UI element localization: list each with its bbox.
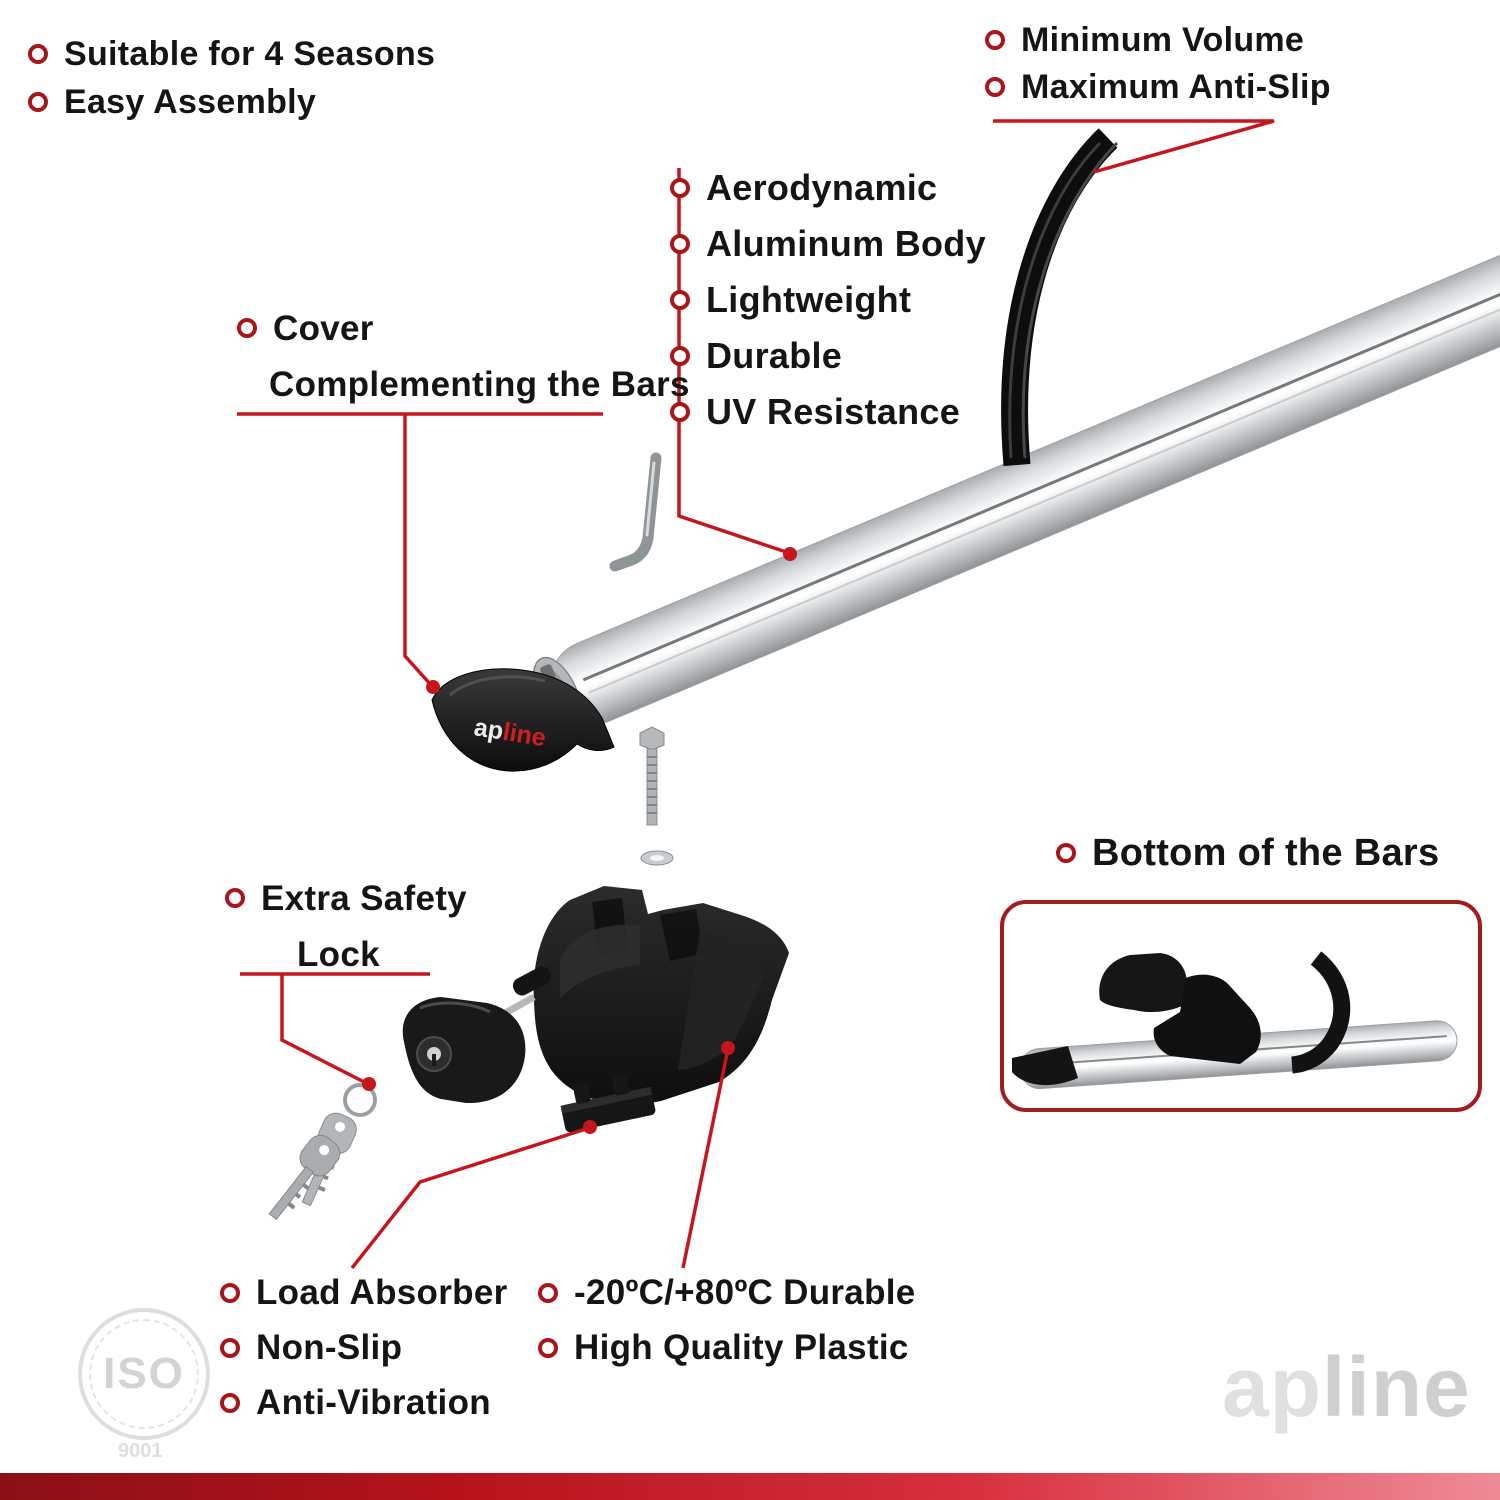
- label-minimum-volume: Minimum Volume: [985, 16, 1331, 63]
- load-absorber-pad: [560, 1074, 656, 1133]
- label-complementing-the-bars: Complementing the Bars: [269, 364, 690, 404]
- bullet-icon: [220, 1337, 240, 1358]
- label-load-absorber: Load Absorber: [220, 1265, 508, 1320]
- label-cover: Cover: [237, 300, 690, 356]
- bullet-icon: [985, 29, 1005, 50]
- bullet-icon: [538, 1282, 558, 1303]
- bolt: [639, 726, 665, 826]
- label-durable: Durable: [670, 328, 986, 384]
- label-easy-assembly: Easy Assembly: [28, 78, 435, 126]
- foot-clamp: [533, 886, 789, 1105]
- bottom-of-bars-label: Bottom of the Bars: [1056, 830, 1439, 876]
- safety-lock: [402, 966, 552, 1104]
- label-lightweight: Lightweight: [670, 272, 986, 328]
- bullet-icon: [1056, 843, 1076, 863]
- bullet-icon: [670, 234, 690, 254]
- top-right-labels: Minimum Volume Maximum Anti-Slip: [985, 16, 1331, 110]
- label-suitable-4-seasons: Suitable for 4 Seasons: [28, 30, 435, 78]
- bullet-icon: [670, 290, 690, 310]
- rubber-strip: [1001, 128, 1119, 467]
- bullet-icon: [237, 318, 257, 338]
- bar-feature-list: Aerodynamic Aluminum Body Lightweight Du…: [670, 160, 986, 440]
- washer: [640, 850, 674, 866]
- cover-logo: apline: [472, 713, 548, 752]
- label-anti-vibration: Anti-Vibration: [220, 1375, 508, 1430]
- bullet-icon: [670, 346, 690, 366]
- label-high-quality-plastic: High Quality Plastic: [538, 1320, 916, 1375]
- bullet-icon: [985, 76, 1005, 97]
- label-lock: Lock: [297, 934, 380, 974]
- bullet-icon: [220, 1282, 240, 1303]
- callout-lines: [237, 119, 1275, 1270]
- bottom-accent-bar: [0, 1473, 1500, 1500]
- bottom-bars-figure: [1000, 900, 1482, 1112]
- label-non-slip: Non-Slip: [220, 1320, 508, 1375]
- label-temperature-durable: -20ºC/+80ºC Durable: [538, 1265, 916, 1320]
- iso-number-watermark: 9001: [118, 1440, 163, 1462]
- bottom-left-feature-list: Load Absorber Non-Slip Anti-Vibration: [220, 1265, 508, 1430]
- label-aerodynamic: Aerodynamic: [670, 160, 986, 216]
- callout-dots: [362, 547, 797, 1134]
- cover-label: Cover Complementing the Bars: [237, 300, 690, 412]
- label-aluminum-body: Aluminum Body: [670, 216, 986, 272]
- bullet-icon: [670, 402, 690, 422]
- label-bottom-of-the-bars: Bottom of the Bars: [1056, 830, 1439, 876]
- bar-cover: apline: [431, 668, 615, 772]
- label-maximum-anti-slip: Maximum Anti-Slip: [985, 63, 1331, 110]
- allen-key: [609, 452, 662, 572]
- bottom-mid-feature-list: -20ºC/+80ºC Durable High Quality Plastic: [538, 1265, 916, 1375]
- top-left-labels: Suitable for 4 Seasons Easy Assembly: [28, 30, 435, 126]
- brand-watermark: apline: [1222, 1340, 1471, 1434]
- keys: [268, 1083, 377, 1221]
- bullet-icon: [28, 44, 48, 64]
- bullet-icon: [28, 92, 48, 112]
- bullet-icon: [670, 178, 690, 198]
- bullet-icon: [538, 1337, 558, 1358]
- label-uv-resistance: UV Resistance: [670, 384, 986, 440]
- bullet-icon: [225, 888, 245, 908]
- bullet-icon: [220, 1392, 240, 1413]
- iso-seal-watermark: ISO: [78, 1308, 210, 1440]
- safety-lock-label: Extra Safety Lock: [225, 870, 467, 982]
- label-extra-safety: Extra Safety: [225, 870, 467, 926]
